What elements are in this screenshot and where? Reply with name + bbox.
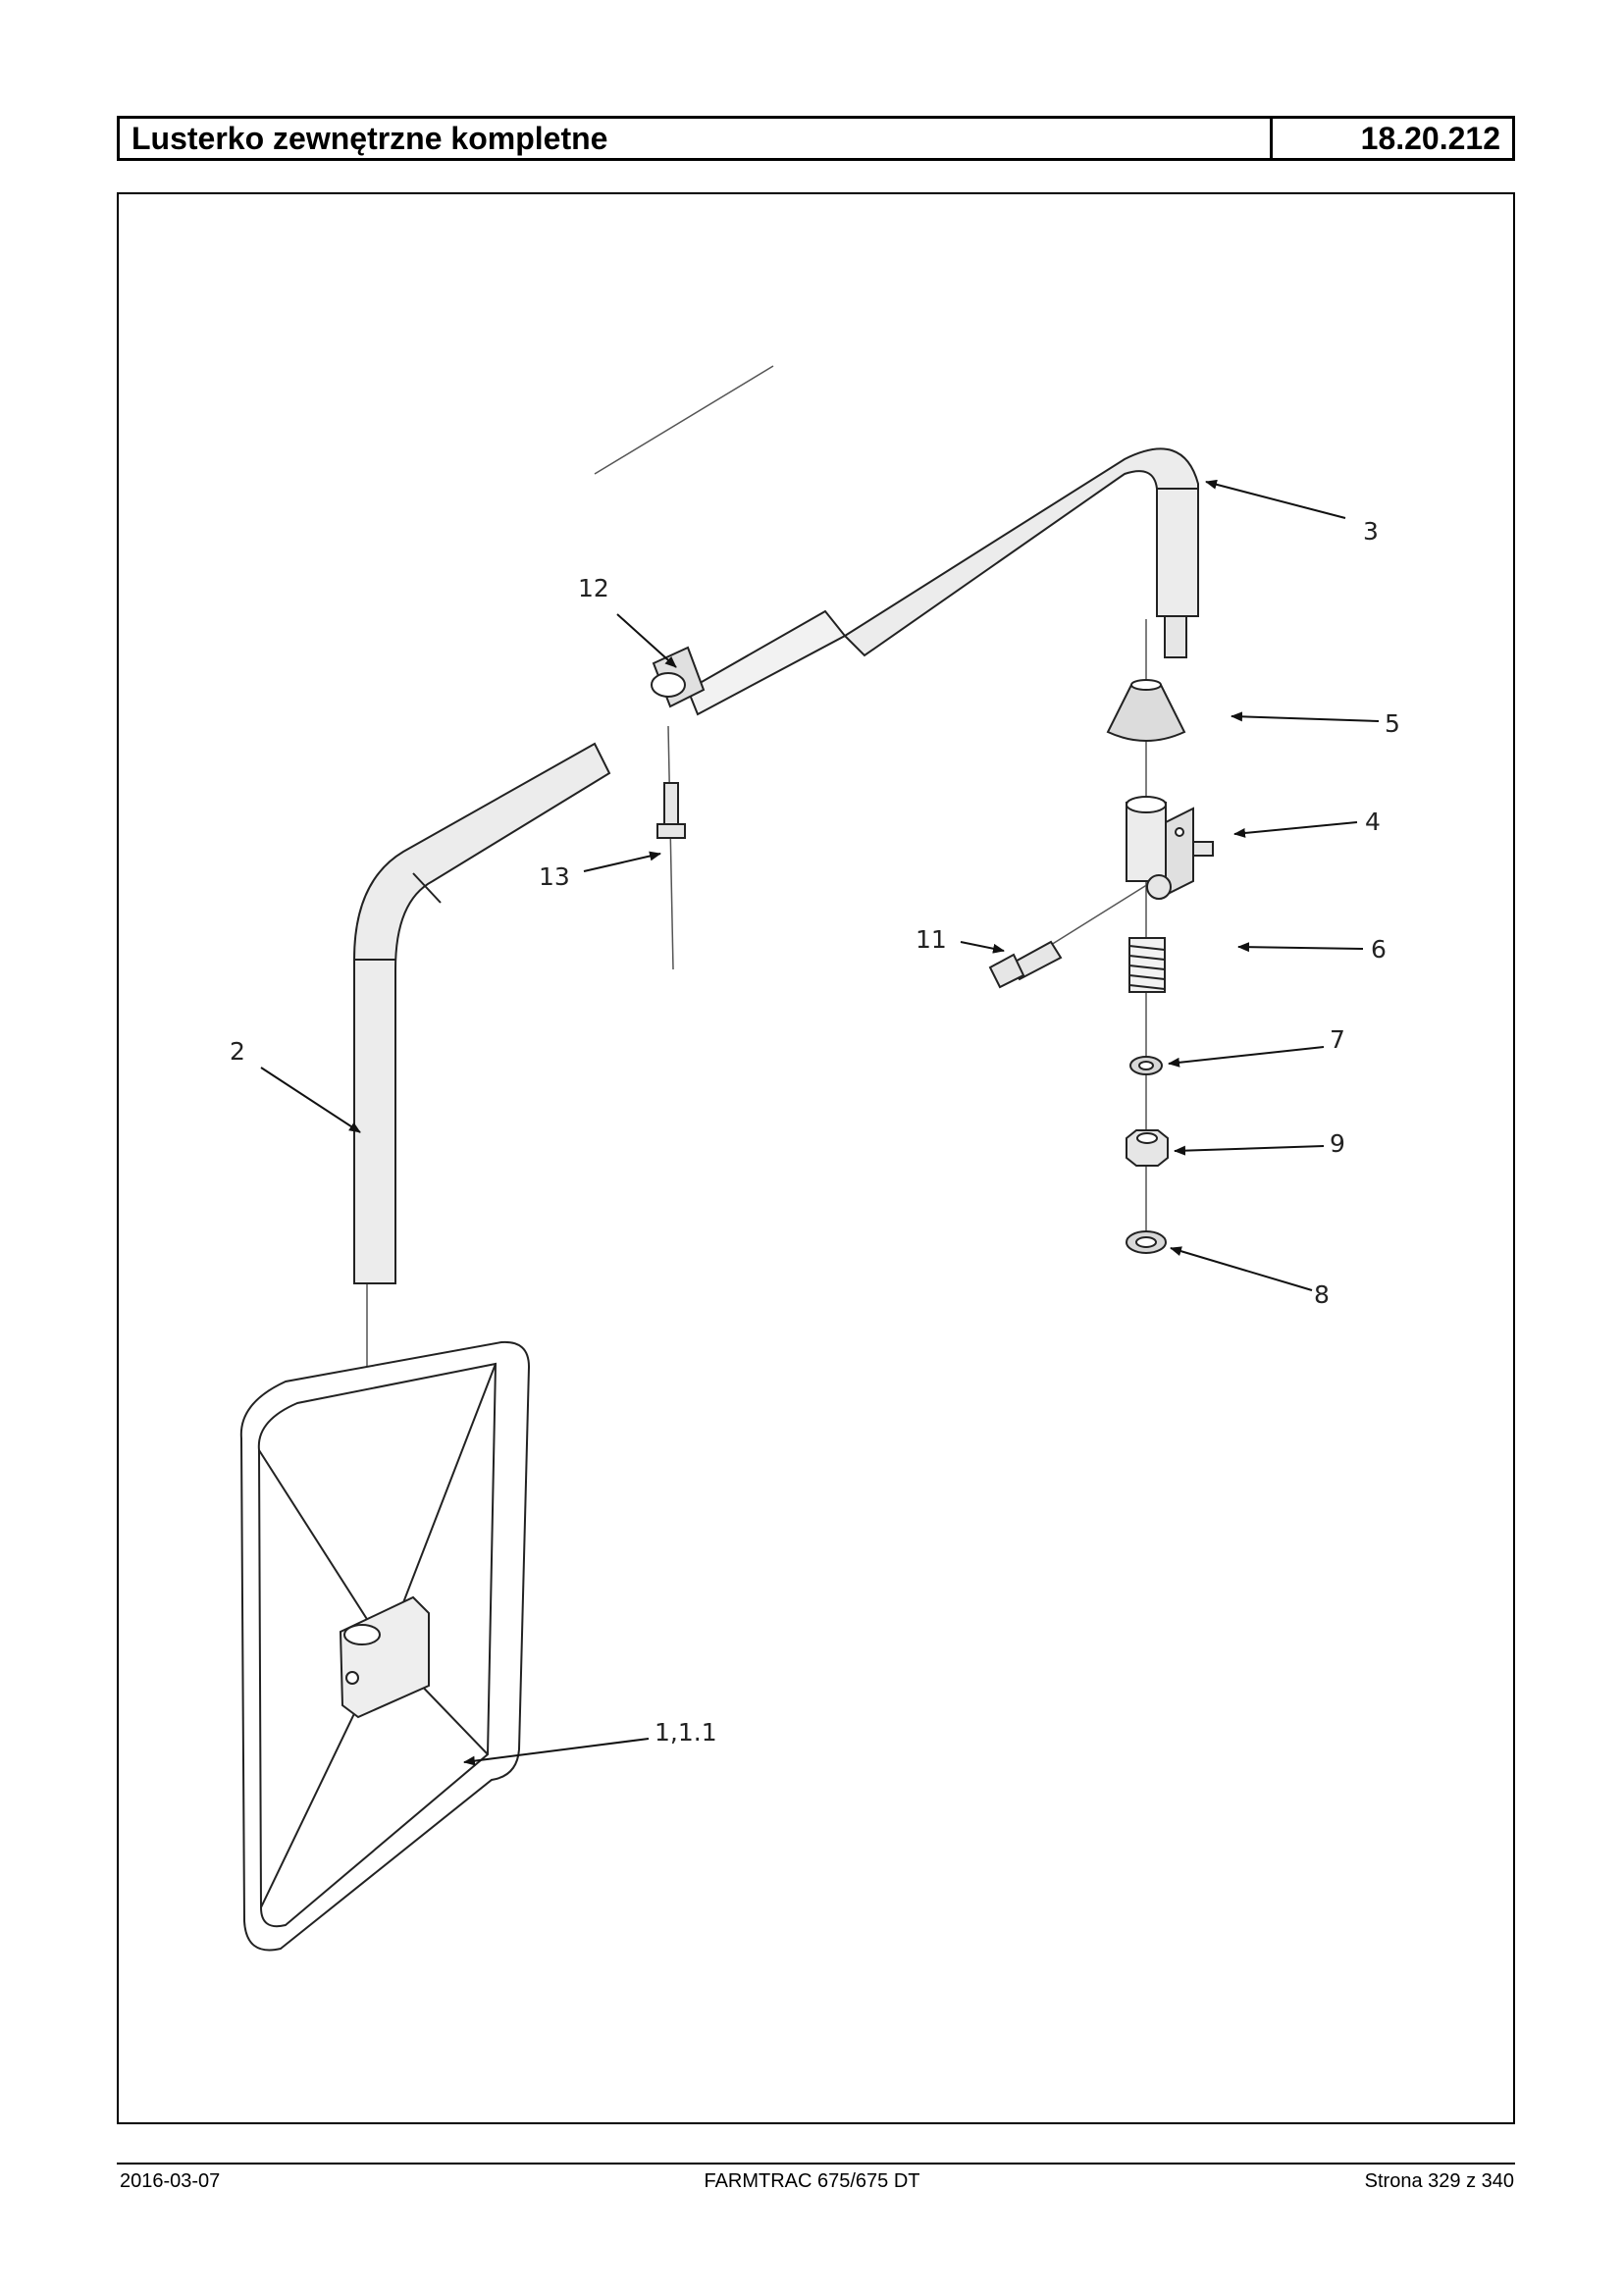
part-7-washer (1129, 1056, 1163, 1075)
part-1-mirror (239, 1340, 531, 1952)
callout-11: 11 (916, 925, 947, 954)
callout-6: 6 (1371, 935, 1387, 964)
callout-4: 4 (1365, 808, 1381, 836)
part-5-cone-cap (1106, 679, 1186, 742)
callout-8: 8 (1314, 1280, 1330, 1309)
callout-5: 5 (1385, 709, 1400, 738)
callout-1-1-1: 1,1.1 (655, 1718, 717, 1747)
footer-date: 2016-03-07 (120, 2170, 221, 2192)
page-title: Lusterko zewnętrzne kompletne (120, 119, 1273, 158)
part-9-nut (1126, 1129, 1169, 1167)
callout-9: 9 (1330, 1129, 1345, 1158)
callout-3: 3 (1363, 517, 1379, 546)
part-13-screw (656, 782, 686, 839)
callout-13: 13 (539, 862, 570, 891)
part-2-lower-tube (353, 742, 611, 1284)
part-code: 18.20.212 (1360, 120, 1500, 156)
callout-2: 2 (230, 1037, 245, 1066)
part-11-bolt (988, 940, 1063, 989)
header-bar: Lusterko zewnętrzne kompletne 18.20.212 (117, 116, 1515, 161)
part-8-washer (1126, 1230, 1167, 1254)
footer-divider (117, 2163, 1515, 2165)
leader-lines (260, 479, 1380, 1766)
exploded-view-diagram: 3 12 5 4 13 11 6 2 7 9 8 1,1.1 (230, 365, 1400, 1952)
footer-page-number: Strona 329 z 340 (1364, 2170, 1514, 2192)
callout-7: 7 (1330, 1025, 1345, 1054)
footer-model: FARMTRAC 675/675 DT (704, 2170, 920, 2192)
callout-12: 12 (578, 574, 609, 602)
part-3-upper-tube (686, 447, 1199, 716)
part-6-spring (1128, 937, 1166, 993)
diagram-frame: 3 12 5 4 13 11 6 2 7 9 8 1,1.1 (117, 192, 1515, 2124)
part-4-clamp (1126, 796, 1214, 900)
